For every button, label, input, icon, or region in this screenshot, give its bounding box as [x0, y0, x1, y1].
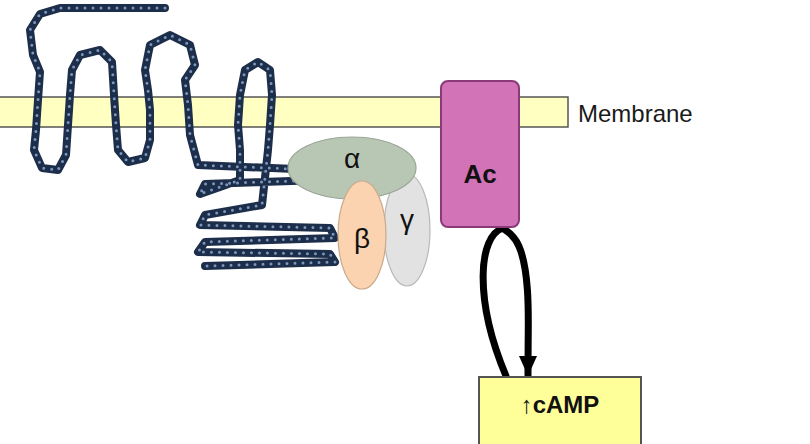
activation-arrow: [502, 228, 528, 376]
node-label: γ: [400, 205, 414, 236]
g-beta-subunit: β: [337, 180, 387, 290]
node-label: ↑cAMP: [521, 392, 600, 418]
subunit-ellipse: [338, 181, 386, 289]
loop-branch: [483, 228, 506, 376]
node-label: Ac: [463, 160, 496, 189]
membrane-label: Membrane: [578, 100, 693, 128]
node-label: α: [344, 144, 360, 175]
receptor-beads: [30, 8, 335, 266]
subunit-ellipse: [384, 174, 430, 286]
receptor-backbone: [30, 8, 335, 266]
node-label: β: [354, 224, 370, 255]
receptor-chain: [30, 8, 335, 266]
camp-box: ↑cAMP: [478, 376, 642, 444]
adenylyl-cyclase-box: Ac: [440, 80, 520, 228]
